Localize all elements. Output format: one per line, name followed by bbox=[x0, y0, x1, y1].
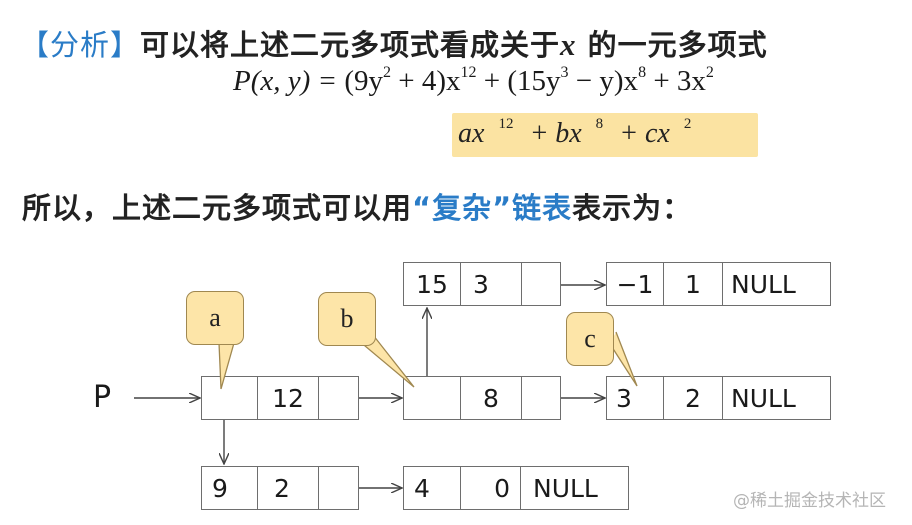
node-9y2-coef: 9 bbox=[202, 467, 258, 509]
node-9y2-exp: 2 bbox=[258, 467, 319, 509]
line2-after: 表示为： bbox=[572, 191, 693, 225]
formula-lhs: P(x, y) = bbox=[233, 65, 345, 97]
node-4y0: 4 0 NULL bbox=[403, 466, 629, 510]
node-x8-coef-pointer bbox=[404, 377, 461, 419]
formula-term2-exp: 8 bbox=[638, 64, 647, 81]
node-15y3-exp: 3 bbox=[461, 263, 522, 305]
pointer-p-label: P bbox=[93, 380, 112, 415]
polynomial-formula: P(x, y) = (9y2 + 4)x12 + (15y3 − y)x8 + … bbox=[233, 65, 714, 98]
watermark: @稀土掘金技术社区 bbox=[733, 491, 886, 511]
node-neg1y1-coef: −1 bbox=[607, 263, 664, 305]
plus-1: + bbox=[531, 118, 548, 149]
term-a-exp: 12 bbox=[498, 116, 514, 132]
analysis-heading: 【分析】可以将上述二元多项式看成关于x 的一元多项式 bbox=[20, 22, 768, 64]
node-9y2: 9 2 bbox=[201, 466, 359, 510]
formula-term3: + 3x bbox=[646, 65, 706, 97]
formula-term3-exp: 2 bbox=[705, 64, 714, 81]
node-neg1y1: −1 1 NULL bbox=[606, 262, 831, 306]
formula-term2-coef-exp: 3 bbox=[560, 64, 569, 81]
node-4y0-exp: 0 bbox=[461, 467, 521, 509]
node-x2-coef: 3 bbox=[607, 377, 664, 419]
line2-blue-word: 链表 bbox=[512, 191, 573, 225]
term-b-exp: 8 bbox=[595, 116, 604, 132]
conclusion-text: 所以，上述二元多项式可以用“复杂”链表表示为： bbox=[22, 185, 692, 227]
term-c: cx bbox=[644, 118, 670, 149]
heading-text-before: 可以将上述二元多项式看成关于 bbox=[140, 28, 561, 62]
node-x2: 3 2 NULL bbox=[606, 376, 831, 420]
node-neg1y1-next: NULL bbox=[731, 269, 796, 299]
node-neg1y1-exp: 1 bbox=[664, 263, 723, 305]
node-x2-exp: 2 bbox=[664, 377, 723, 419]
formula-term1-rest: + 4)x bbox=[391, 65, 461, 97]
formula-term1-coef-exp: 2 bbox=[383, 64, 392, 81]
formula-term2-rest: − y)x bbox=[568, 65, 639, 97]
node-x8: 8 bbox=[403, 376, 561, 420]
heading-variable: x bbox=[560, 27, 577, 62]
callout-a: a bbox=[186, 291, 244, 345]
term-c-exp: 2 bbox=[683, 116, 692, 132]
callout-c: c bbox=[566, 312, 614, 366]
node-4y0-next: NULL bbox=[533, 473, 598, 503]
formula-term1-coef: (9y bbox=[344, 65, 384, 97]
node-x12: 12 bbox=[201, 376, 359, 420]
callout-b: b bbox=[318, 292, 376, 346]
heading-text-after: 的一元多项式 bbox=[587, 28, 768, 62]
term-b: bx bbox=[555, 118, 582, 149]
term-a: ax bbox=[458, 118, 485, 149]
analysis-tag: 【分析】 bbox=[20, 28, 141, 62]
node-x12-coef-pointer bbox=[202, 377, 258, 419]
node-x2-next: NULL bbox=[731, 383, 796, 413]
node-15y3-coef: 15 bbox=[404, 263, 461, 305]
formula-term2-coef: + (15y bbox=[476, 65, 561, 97]
line2-before: 所以，上述二元多项式可以用 bbox=[22, 191, 413, 225]
node-15y3: 15 3 bbox=[403, 262, 561, 306]
node-4y0-coef: 4 bbox=[404, 467, 461, 509]
line2-quoted: “复杂” bbox=[412, 191, 513, 225]
node-x8-exp: 8 bbox=[461, 377, 522, 419]
node-x12-exp: 12 bbox=[258, 377, 319, 419]
formula-term1-exp: 12 bbox=[460, 64, 477, 81]
plus-2: + bbox=[621, 118, 637, 149]
highlight-box bbox=[452, 113, 758, 157]
